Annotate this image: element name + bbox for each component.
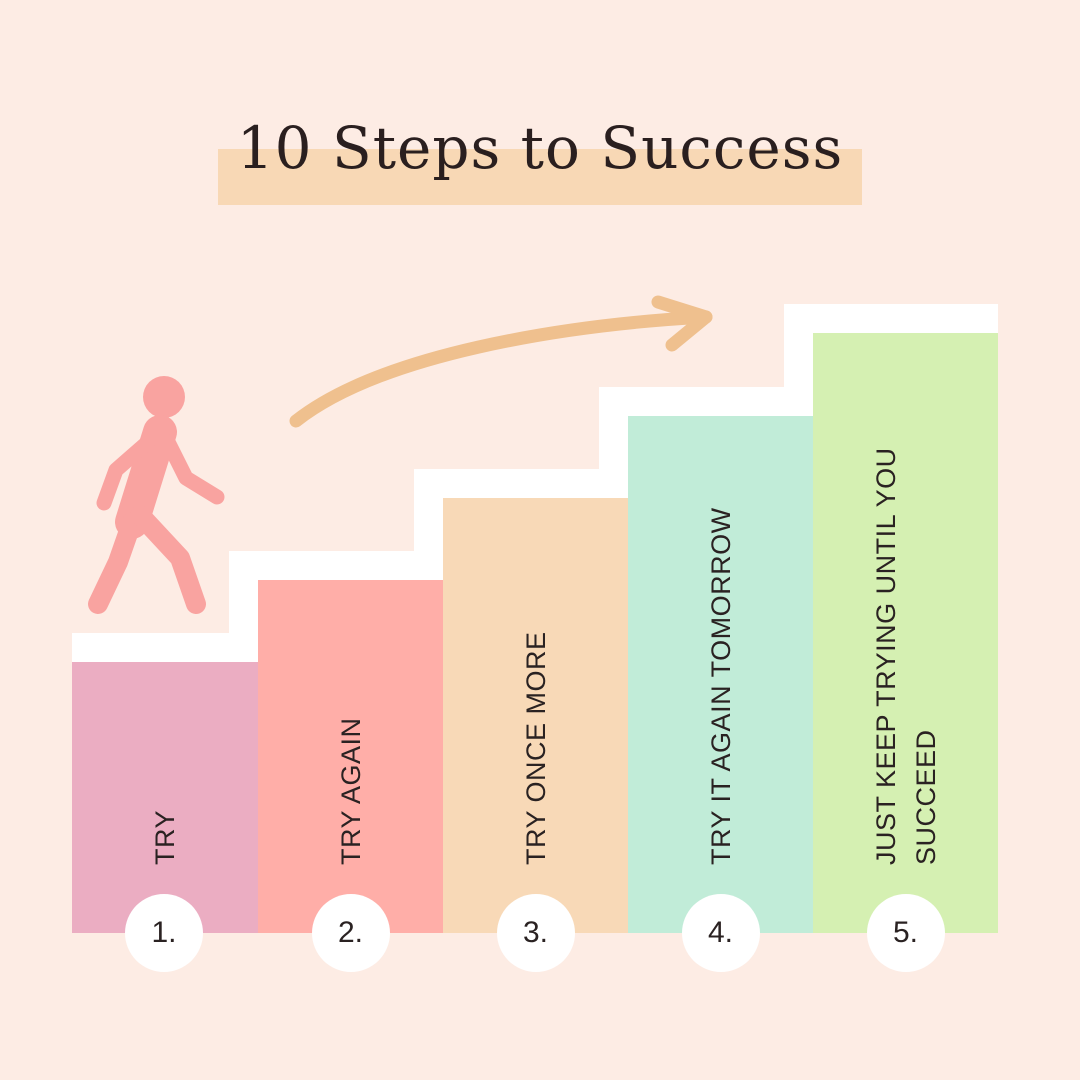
step-label-line: TRY [150, 809, 180, 865]
step-label-line: TRY AGAIN [335, 717, 366, 865]
step-label-line: TRY IT AGAIN TOMORROW [705, 507, 736, 865]
step-label: JUST KEEP TRYING UNTIL YOU SUCCEED [866, 265, 946, 865]
step-label: TRY [145, 265, 185, 865]
page-title: 10 Steps to Success [236, 114, 844, 182]
step-riser [414, 469, 443, 551]
step-number-badge: 2. [311, 894, 390, 972]
step-tread [72, 633, 258, 662]
step-label-line: SUCCEED [910, 729, 941, 865]
step-column [258, 580, 443, 933]
step-riser [229, 551, 258, 633]
step-column [628, 416, 813, 933]
step-column [72, 662, 258, 933]
step-tread [628, 387, 813, 416]
step-label: TRY IT AGAIN TOMORROW [701, 265, 741, 865]
step-tread [443, 469, 628, 498]
step-number-badge: 1. [125, 894, 203, 972]
step-label-line: TRY ONCE MORE [520, 631, 551, 865]
step-number-badge: 3. [496, 894, 575, 972]
step-tread [258, 551, 443, 580]
step-number-badge: 4. [681, 894, 760, 972]
step-label: TRY ONCE MORE [516, 265, 556, 865]
step-label-line: JUST KEEP TRYING UNTIL YOU [870, 447, 901, 865]
step-column [813, 333, 998, 933]
step-label: TRY AGAIN [331, 265, 371, 865]
step-riser [599, 387, 628, 469]
step-tread [813, 304, 998, 333]
step-number-badge: 5. [866, 894, 945, 972]
step-column [443, 498, 628, 933]
step-riser [784, 304, 813, 387]
title-highlight [218, 149, 862, 205]
